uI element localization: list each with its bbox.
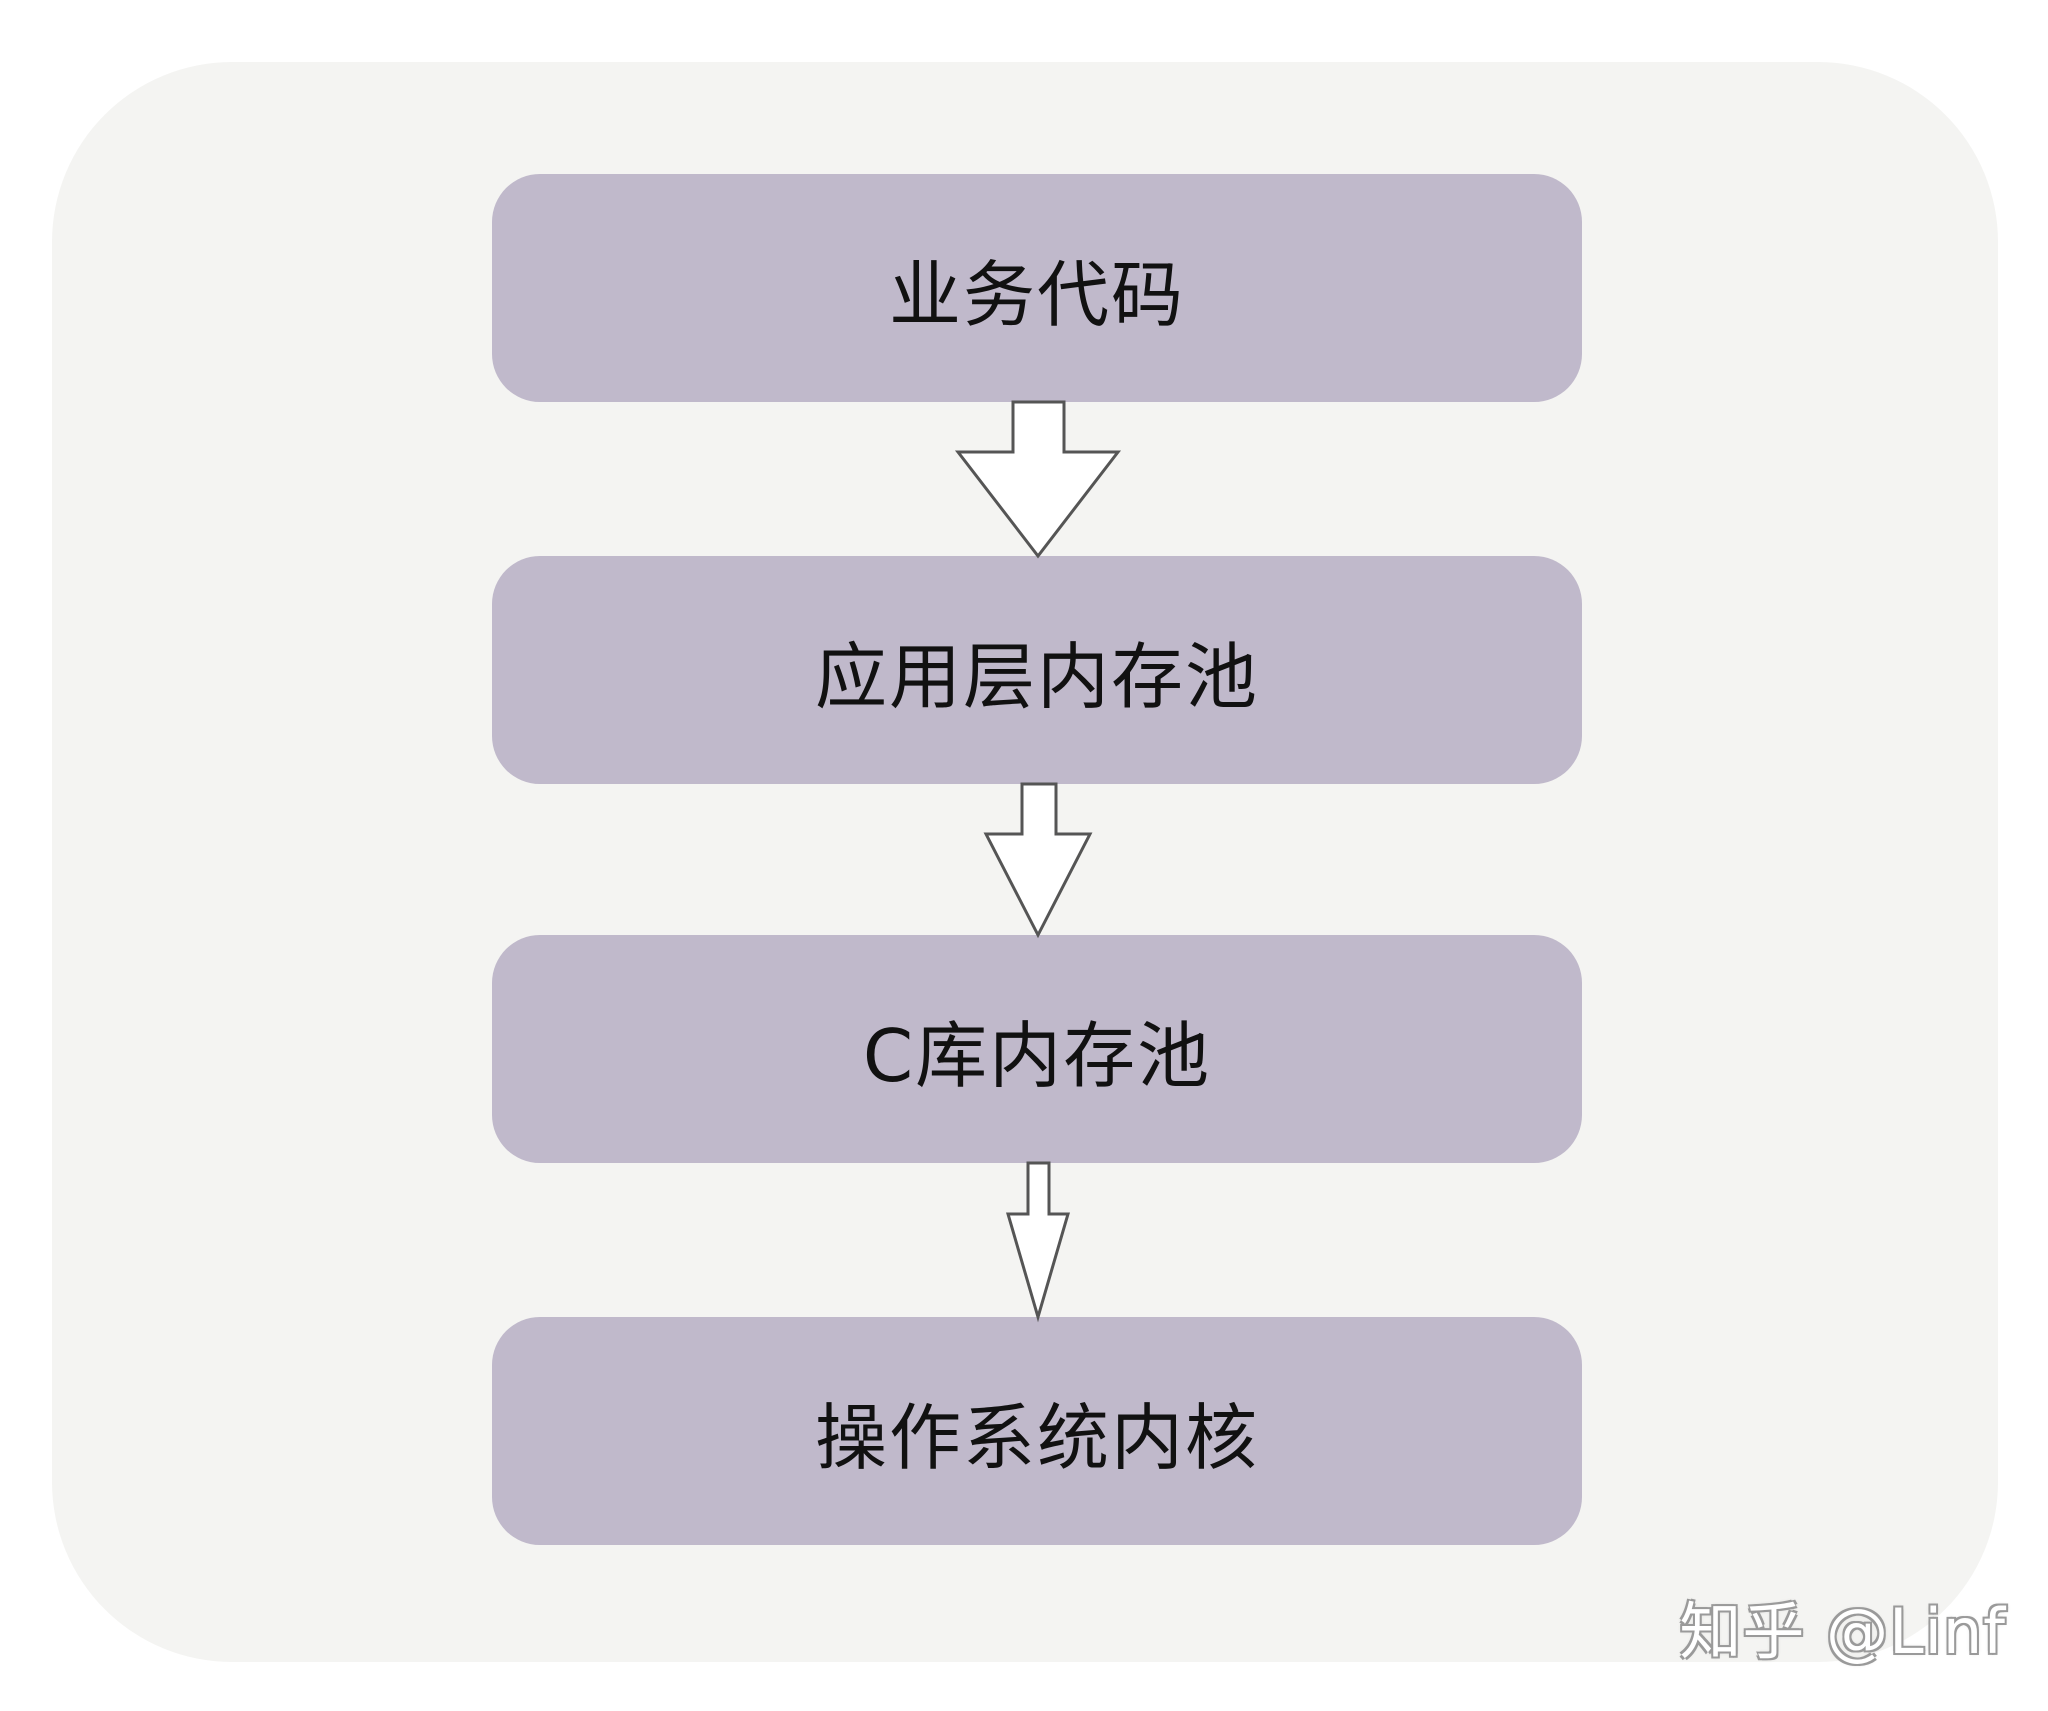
box-os-kernel-label: 操作系统内核 — [814, 1395, 1259, 1480]
box-app-memory-pool: 应用层内存池 — [492, 556, 1582, 784]
watermark: 知乎 @Linf — [1679, 1595, 2006, 1668]
box-app-memory-pool-label: 应用层内存池 — [814, 634, 1259, 719]
box-business-code-label: 业务代码 — [888, 252, 1185, 337]
box-os-kernel: 操作系统内核 — [492, 1317, 1582, 1545]
box-c-lib-memory-pool: C库内存池 — [492, 935, 1582, 1163]
box-c-lib-memory-pool-label: C库内存池 — [862, 1013, 1212, 1098]
box-business-code: 业务代码 — [492, 174, 1582, 402]
